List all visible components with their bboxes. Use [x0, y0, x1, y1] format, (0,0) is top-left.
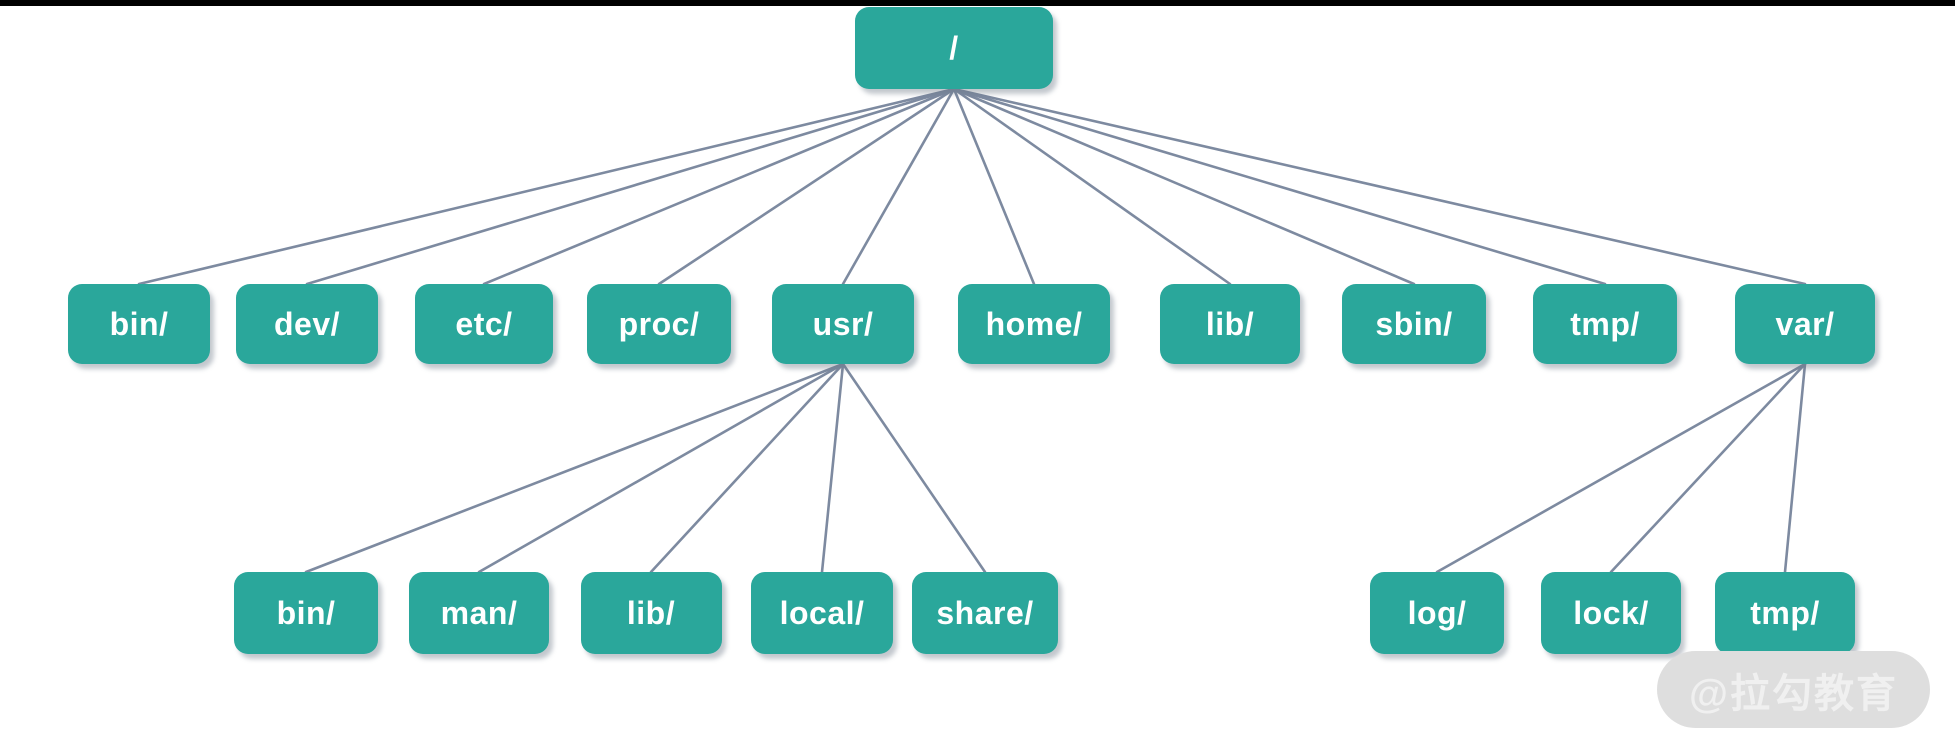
tree-edge-usr-usr-bin [304, 362, 845, 574]
tree-node-usr-bin: bin/ [234, 572, 378, 654]
tree-edge-var-var-lock [1609, 362, 1807, 574]
tree-edge-var-var-log [1435, 362, 1807, 574]
tree-edge-usr-usr-lib [649, 362, 845, 574]
tree-node-lib: lib/ [1160, 284, 1300, 364]
tree-node-label: var/ [1775, 305, 1835, 342]
tree-node-usr: usr/ [772, 284, 914, 364]
tree-node-label: bin/ [109, 305, 169, 342]
tree-node-label: dev/ [273, 305, 341, 342]
tree-node-label: log/ [1407, 594, 1467, 631]
tree-node-label: home/ [985, 305, 1083, 342]
tree-node-dev: dev/ [236, 284, 378, 364]
tree-node-label: tmp/ [1750, 594, 1820, 631]
tree-edge-root-lib [952, 87, 1232, 286]
tree-edge-root-home [952, 87, 1036, 286]
tree-node-label: sbin/ [1375, 305, 1453, 342]
tree-node-label: man/ [440, 594, 518, 631]
tree-node-label: etc/ [455, 305, 513, 342]
tree-edge-root-bin [137, 87, 956, 286]
tree-edge-root-etc [482, 87, 956, 286]
tree-edge-root-proc [657, 87, 956, 286]
watermark-text: @拉勾教育 [1688, 671, 1898, 716]
tree-node-label: / [949, 29, 959, 66]
watermark-badge: @拉勾教育 [1657, 651, 1930, 728]
tree-node-etc: etc/ [415, 284, 553, 364]
tree-node-bin: bin/ [68, 284, 210, 364]
tree-node-label: lib/ [1205, 305, 1255, 342]
tree-node-label: lock/ [1573, 594, 1649, 631]
tree-node-label: proc/ [618, 305, 700, 342]
tree-node-tmp: tmp/ [1533, 284, 1677, 364]
tree-node-label: bin/ [276, 594, 336, 631]
tree-edge-root-usr [841, 87, 956, 286]
tree-node-usr-share: share/ [912, 572, 1058, 654]
tree-edge-root-tmp [952, 87, 1607, 286]
tree-node-var: var/ [1735, 284, 1875, 364]
tree-node-label: usr/ [812, 305, 874, 342]
tree-node-usr-lib: lib/ [580, 572, 722, 654]
tree-node-label: lib/ [626, 594, 676, 631]
tree-node-sbin: sbin/ [1342, 284, 1486, 364]
tree-node-root: / [855, 7, 1053, 89]
tree-node-usr-man: man/ [409, 572, 549, 654]
tree-node-proc: proc/ [587, 284, 731, 364]
tree-node-label: local/ [779, 594, 865, 631]
tree-edge-var-var-tmp [1783, 362, 1807, 574]
tree-edge-root-var [952, 87, 1807, 286]
tree-edge-root-sbin [952, 87, 1416, 286]
tree-edge-root-dev [305, 87, 956, 286]
tree-node-label: share/ [936, 594, 1034, 631]
tree-node-usr-local: local/ [751, 572, 893, 654]
tree-node-var-lock: lock/ [1541, 572, 1681, 654]
tree-edge-usr-usr-local [820, 362, 845, 574]
tree-node-home: home/ [958, 284, 1110, 364]
tree-edge-usr-usr-man [477, 362, 845, 574]
tree-node-var-log: log/ [1370, 572, 1504, 654]
tree-edge-usr-usr-share [841, 362, 987, 574]
tree-node-label: tmp/ [1570, 305, 1640, 342]
top-bar [0, 0, 1955, 6]
tree-node-var-tmp: tmp/ [1715, 572, 1855, 654]
